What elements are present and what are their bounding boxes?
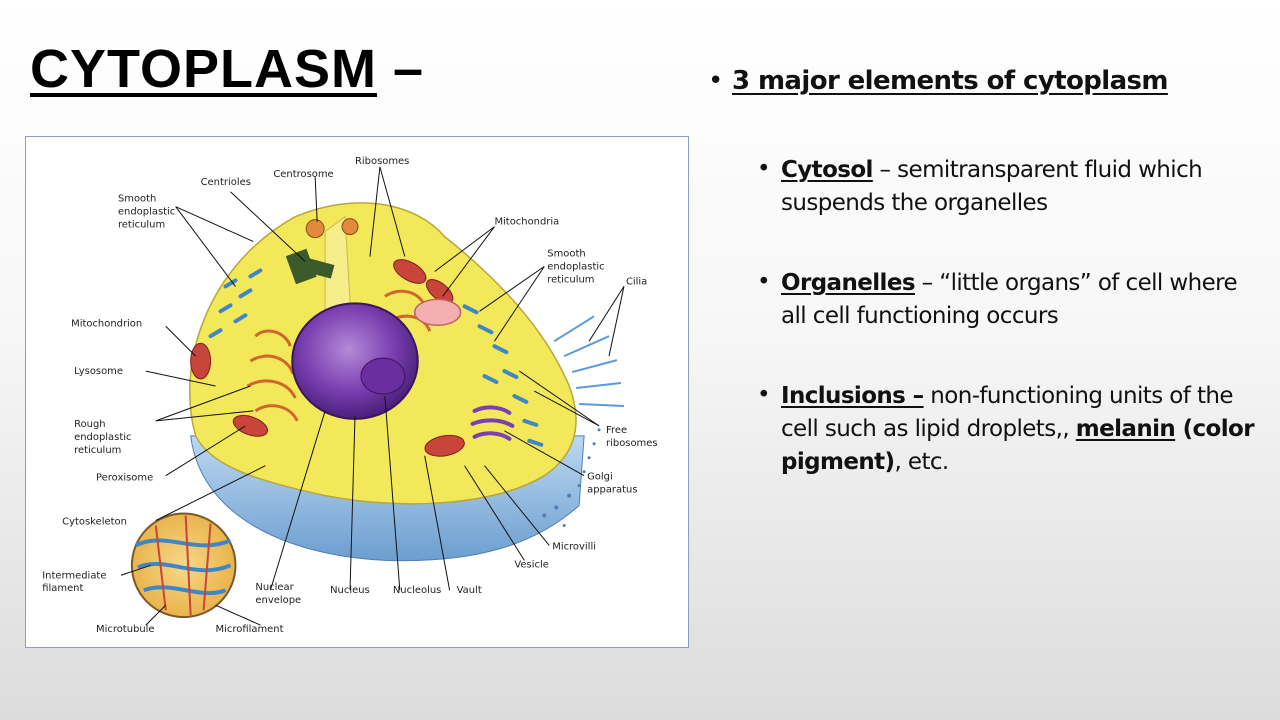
main-bullet: 3 major elements of cytoplasm	[708, 66, 1268, 96]
desc-organelles: “little organs” of cell where all cell f…	[781, 270, 1238, 329]
label-free-ribosomes-2: ribosomes	[606, 438, 658, 449]
golgi-shape	[470, 405, 515, 441]
sep-organelles: –	[914, 270, 940, 296]
smooth-er	[208, 268, 544, 447]
nucleus-shape	[291, 302, 419, 420]
label-smooth-er-3: reticulum	[118, 220, 165, 231]
desc-cytosol: semitransparent fluid which suspends the…	[781, 157, 1203, 216]
label-peroxisome: Peroxisome	[96, 473, 153, 484]
title-dash: –	[377, 39, 425, 99]
label-centrosome: Centrosome	[273, 169, 333, 180]
label-nuclear-envelope-1: Nuclear	[255, 582, 294, 593]
label-nucleus: Nucleus	[330, 585, 370, 596]
label-golgi-1: Golgi	[587, 472, 613, 483]
label-smooth-er-2: endoplastic	[118, 207, 175, 218]
label-nucleolus: Nucleolus	[393, 585, 441, 596]
label-smooth-er-r3: reticulum	[547, 274, 594, 285]
label-microtubule: Microtubule	[96, 624, 155, 635]
label-rough-er-1: Rough	[74, 419, 106, 430]
slide-title: CYTOPLASM –	[30, 38, 424, 100]
term-organelles: Organelles	[781, 270, 916, 296]
label-cilia: Cilia	[626, 276, 647, 287]
bullet-organelles: Organelles – “little organs” of cell whe…	[757, 266, 1268, 333]
term-inclusions: Inclusions –	[781, 383, 924, 409]
vesicle-shape	[414, 298, 462, 327]
label-mitochondria: Mitochondria	[494, 217, 559, 228]
label-microfilament: Microfilament	[216, 624, 284, 635]
centrosome-body-1	[305, 219, 325, 239]
sub-bullets: Cytosol – semitransparent fluid which su…	[708, 153, 1268, 479]
label-lysosome: Lysosome	[74, 366, 123, 377]
label-vesicle: Vesicle	[514, 559, 548, 570]
label-mitochondrion: Mitochondrion	[71, 318, 142, 329]
centrosome-body-2	[341, 218, 359, 236]
label-free-ribosomes-1: Free	[606, 425, 627, 436]
rough-er	[246, 289, 432, 422]
sep-cytosol: –	[872, 157, 898, 183]
label-microvilli: Microvilli	[552, 541, 596, 552]
label-intermediate-2: filament	[42, 583, 83, 594]
bullet-cytosol: Cytosol – semitransparent fluid which su…	[757, 153, 1268, 220]
bullet-list: 3 major elements of cytoplasm Cytosol – …	[708, 66, 1268, 526]
label-rough-er-2: endoplastic	[74, 432, 131, 443]
term-cytosol: Cytosol	[781, 157, 873, 183]
label-golgi-2: apparatus	[587, 485, 637, 496]
label-smooth-er-r2: endoplastic	[547, 261, 604, 272]
centrioles-shape	[285, 248, 335, 285]
bullet-inclusions: Inclusions – non-functioning units of th…	[757, 379, 1268, 479]
term-melanin: melanin	[1075, 416, 1176, 442]
cell-diagram: Centrioles Centrosome Ribosomes Smooth e…	[25, 136, 689, 648]
label-vault: Vault	[457, 585, 482, 596]
label-intermediate-1: Intermediate	[42, 570, 106, 581]
label-smooth-er-r1: Smooth	[547, 249, 585, 260]
label-nuclear-envelope-2: envelope	[255, 595, 301, 606]
nucleolus-shape	[360, 357, 406, 395]
cytoskeleton-fibers	[134, 515, 232, 616]
leader-lines	[120, 166, 625, 626]
cilia-shape	[553, 315, 624, 407]
melanin-note: (color pigment)	[781, 416, 1255, 475]
desc-inclusions-tail: , etc.	[894, 449, 949, 475]
label-smooth-er-1: Smooth	[118, 194, 156, 205]
label-cytoskeleton: Cytoskeleton	[62, 516, 127, 527]
label-ribosomes: Ribosomes	[355, 156, 409, 167]
label-centrioles: Centrioles	[201, 177, 251, 188]
microvilli-fringe	[542, 428, 601, 527]
title-main: CYTOPLASM	[30, 39, 378, 99]
cell-diagram-svg: Centrioles Centrosome Ribosomes Smooth e…	[42, 156, 658, 635]
desc-inclusions: non-functioning units of the cell such a…	[781, 383, 1234, 442]
label-rough-er-3: reticulum	[74, 445, 121, 456]
